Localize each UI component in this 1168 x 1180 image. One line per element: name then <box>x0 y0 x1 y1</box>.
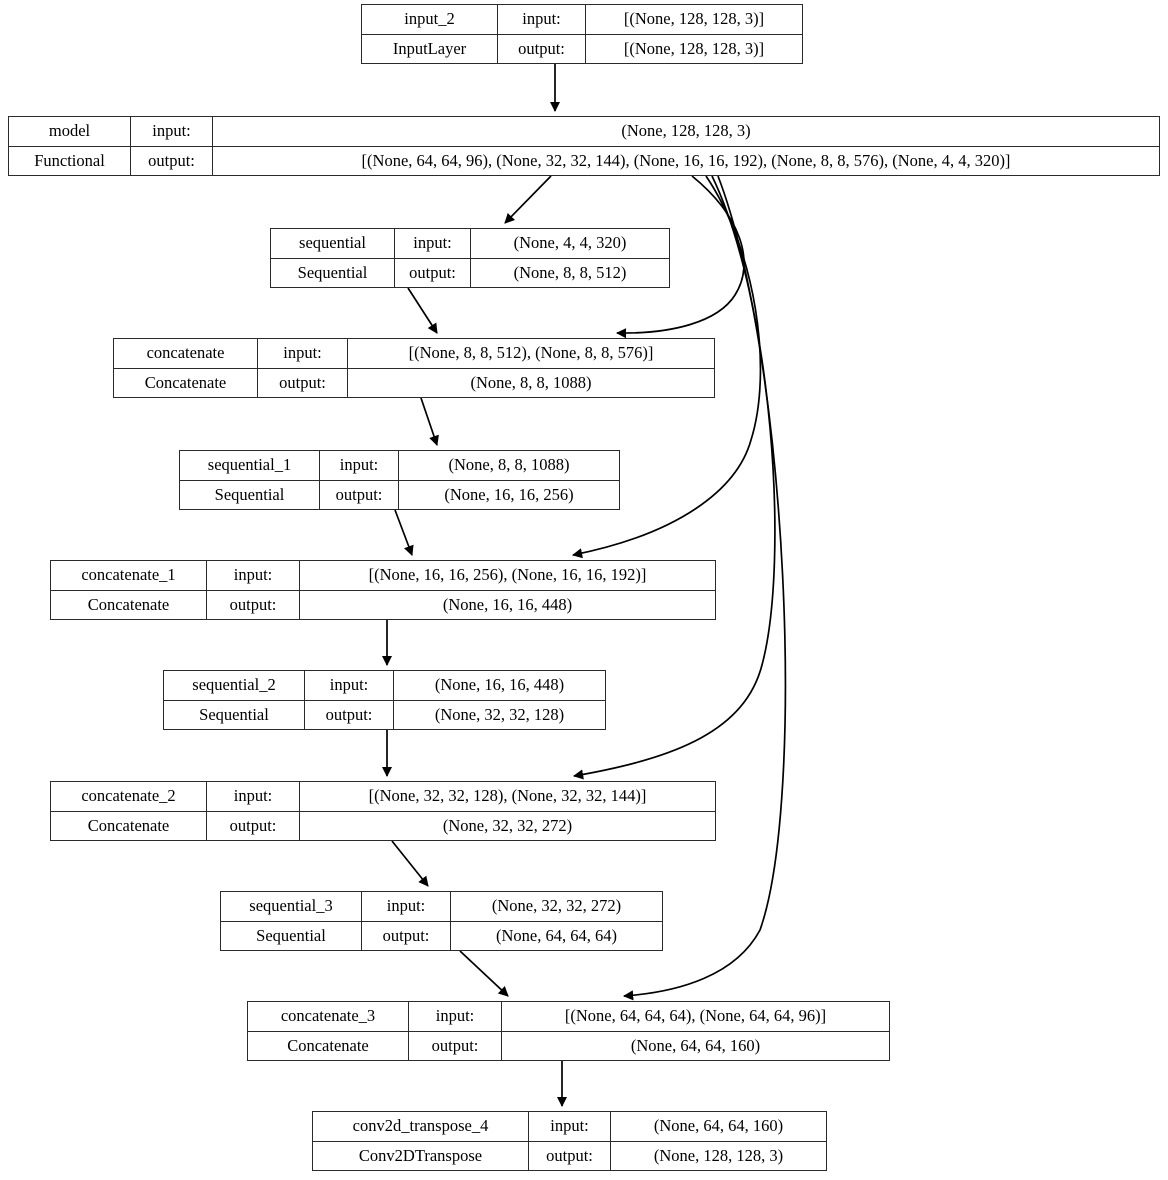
node-input-label: input: <box>131 117 213 146</box>
node-name: sequential <box>271 229 395 258</box>
node-input-shape: (None, 8, 8, 1088) <box>448 455 570 474</box>
node-input-label: input: <box>395 229 471 258</box>
node-output-shape: (None, 128, 128, 3) <box>653 1145 784 1165</box>
edge-sequential1-concatenate1 <box>394 509 414 556</box>
node-name: conv2d_transpose_4 <box>313 1112 529 1141</box>
node-class: Sequential <box>180 480 320 509</box>
node-input-shape: (None, 16, 16, 448) <box>434 675 565 694</box>
node-concatenate_3[interactable]: concatenate_3 input: [(None, 64, 64, 64)… <box>247 1001 890 1061</box>
node-conv2d_transpose_4[interactable]: conv2d_transpose_4 input: (None, 64, 64,… <box>312 1111 827 1171</box>
node-class: Sequential <box>271 258 395 287</box>
node-concatenate[interactable]: concatenate input: [(None, 8, 8, 512), (… <box>113 338 715 398</box>
node-name: concatenate_3 <box>248 1002 409 1031</box>
node-input-shape: [(None, 128, 128, 3)] <box>623 9 765 28</box>
node-input_2[interactable]: input_2 input: [(None, 128, 128, 3)] Inp… <box>361 4 803 64</box>
node-output-label: output: <box>498 34 586 63</box>
node-input-label: input: <box>258 339 348 368</box>
node-name: sequential_3 <box>221 892 362 921</box>
node-name: sequential_2 <box>164 671 305 700</box>
node-output-shape: (None, 16, 16, 256) <box>444 484 574 504</box>
node-class: InputLayer <box>362 34 498 63</box>
node-sequential_2[interactable]: sequential_2 input: (None, 16, 16, 448) … <box>163 670 606 730</box>
node-output-label: output: <box>131 146 213 175</box>
edge-concatenate-sequential1 <box>420 397 439 446</box>
node-concatenate_1[interactable]: concatenate_1 input: [(None, 16, 16, 256… <box>50 560 716 620</box>
node-input-shape: (None, 64, 64, 160) <box>653 1116 784 1135</box>
node-class: Conv2DTranspose <box>313 1141 529 1170</box>
edge-sequential-concatenate <box>407 287 438 334</box>
node-input-label: input: <box>362 892 451 921</box>
node-output-label: output: <box>305 700 394 729</box>
node-output-label: output: <box>362 921 451 950</box>
node-concatenate_2[interactable]: concatenate_2 input: [(None, 32, 32, 128… <box>50 781 716 841</box>
node-name: sequential_1 <box>180 451 320 480</box>
edge-sequential3-concatenate3 <box>459 950 509 997</box>
node-output-shape: (None, 8, 8, 1088) <box>470 372 592 392</box>
node-output-label: output: <box>207 590 300 619</box>
node-output-label: output: <box>207 811 300 840</box>
node-output-shape: (None, 64, 64, 160) <box>630 1035 761 1055</box>
node-sequential_1[interactable]: sequential_1 input: (None, 8, 8, 1088) S… <box>179 450 620 510</box>
node-input-label: input: <box>529 1112 611 1141</box>
node-output-label: output: <box>529 1141 611 1170</box>
node-input-shape: (None, 32, 32, 272) <box>491 896 622 915</box>
node-output-shape: (None, 64, 64, 64) <box>496 925 617 945</box>
node-output-label: output: <box>320 480 399 509</box>
node-sequential_3[interactable]: sequential_3 input: (None, 32, 32, 272) … <box>220 891 663 951</box>
node-model[interactable]: model input: (None, 128, 128, 3) Functio… <box>8 116 1160 176</box>
node-input-label: input: <box>305 671 394 700</box>
node-output-shape: [(None, 64, 64, 96), (None, 32, 32, 144)… <box>361 150 1011 170</box>
node-class: Sequential <box>221 921 362 950</box>
node-input-shape: (None, 128, 128, 3) <box>621 121 751 140</box>
node-class: Concatenate <box>248 1031 409 1060</box>
node-input-label: input: <box>409 1002 502 1031</box>
node-output-shape: (None, 16, 16, 448) <box>442 594 573 614</box>
node-input-shape: [(None, 64, 64, 64), (None, 64, 64, 96)] <box>564 1006 827 1025</box>
node-class: Sequential <box>164 700 305 729</box>
node-name: concatenate_1 <box>51 561 207 590</box>
node-input-label: input: <box>498 5 586 34</box>
node-input-shape: (None, 4, 4, 320) <box>513 233 627 252</box>
node-name: model <box>9 117 131 146</box>
node-class: Concatenate <box>114 368 258 397</box>
node-name: concatenate_2 <box>51 782 207 811</box>
node-input-label: input: <box>207 782 300 811</box>
node-input-label: input: <box>320 451 399 480</box>
node-class: Concatenate <box>51 811 207 840</box>
edge-model-sequential <box>504 175 552 224</box>
node-output-shape: [(None, 128, 128, 3)] <box>623 38 765 58</box>
node-input-shape: [(None, 32, 32, 128), (None, 32, 32, 144… <box>368 786 647 805</box>
node-class: Functional <box>9 146 131 175</box>
node-sequential[interactable]: sequential input: (None, 4, 4, 320) Sequ… <box>270 228 670 288</box>
node-output-shape: (None, 32, 32, 272) <box>442 815 573 835</box>
node-output-label: output: <box>409 1031 502 1060</box>
node-name: input_2 <box>362 5 498 34</box>
edge-concatenate2-sequential3 <box>391 840 429 887</box>
node-input-shape: [(None, 8, 8, 512), (None, 8, 8, 576)] <box>408 343 654 362</box>
node-output-label: output: <box>395 258 471 287</box>
node-output-shape: (None, 8, 8, 512) <box>513 262 627 282</box>
node-output-shape: (None, 32, 32, 128) <box>434 704 565 724</box>
node-output-label: output: <box>258 368 348 397</box>
node-input-label: input: <box>207 561 300 590</box>
node-name: concatenate <box>114 339 258 368</box>
node-input-shape: [(None, 16, 16, 256), (None, 16, 16, 192… <box>368 565 647 584</box>
node-class: Concatenate <box>51 590 207 619</box>
